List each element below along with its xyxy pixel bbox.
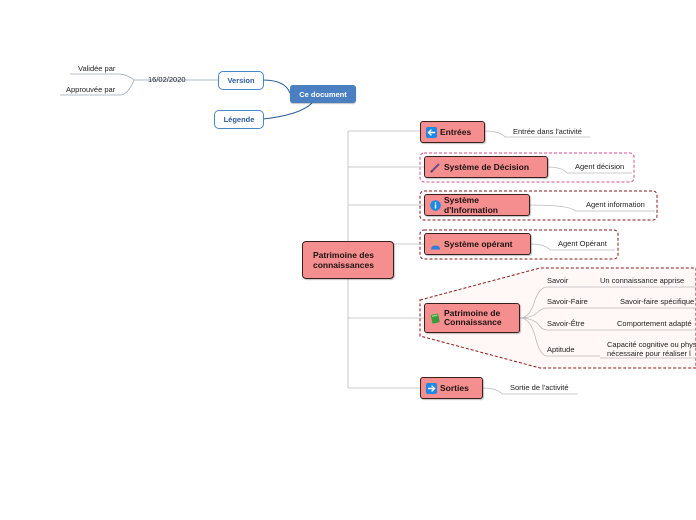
knowledge-child-savoiretre[interactable]: Savoir-Être: [547, 319, 585, 328]
connector-information-detail: [529, 204, 655, 212]
operant-detail[interactable]: Agent Opérant: [558, 239, 607, 248]
sorties-detail[interactable]: Sortie de l'activité: [510, 383, 569, 392]
decision-detail[interactable]: Agent décision: [575, 162, 625, 171]
approved-by-label[interactable]: Approuvée par: [66, 85, 116, 94]
information-boundary-frame: [419, 190, 658, 221]
connector-knowledge-savoirfaire: [519, 307, 612, 319]
version-node-label: Version: [227, 76, 255, 85]
operant-boundary-frame: [419, 229, 619, 260]
category-knowledge[interactable]: Patrimoine de Connaissance: [424, 303, 520, 333]
category-operant-label: Système opérant: [444, 239, 513, 249]
root-node-line1: Patrimoine des: [313, 249, 374, 260]
right-arrow-icon: [426, 382, 437, 394]
connector-date-validated: [70, 73, 135, 81]
knowledge-child-savoirfaire-detail[interactable]: Savoir-faire spécifique: [620, 297, 695, 306]
connector-decision-detail: [547, 166, 632, 174]
document-node[interactable]: Ce document: [290, 85, 356, 103]
info-icon: [430, 199, 441, 211]
category-knowledge-line2: Connaissance: [444, 317, 502, 327]
legend-node[interactable]: Légende: [214, 110, 264, 129]
information-detail[interactable]: Agent information: [586, 200, 645, 209]
knowledge-child-savoir-detail[interactable]: Un connaissance apprise: [600, 276, 685, 285]
person-icon: [430, 239, 441, 250]
category-decision[interactable]: Système de Décision: [424, 156, 548, 178]
category-entrees-label: Entrées: [440, 127, 472, 137]
version-node[interactable]: Version: [218, 71, 264, 90]
knowledge-child-savoir[interactable]: Savoir: [547, 276, 569, 285]
legend-node-label: Légende: [223, 115, 255, 124]
root-node-line2: connaissances: [313, 260, 374, 270]
left-arrow-icon: [426, 126, 437, 138]
knowledge-child-aptitude[interactable]: Aptitude: [547, 345, 575, 354]
knowledge-boundary-frame: [419, 267, 696, 369]
connector-doc-legend: [262, 102, 313, 120]
connector-operant-detail: [530, 243, 615, 251]
connector-entrees-detail: [484, 130, 590, 138]
aptitude-detail-line2: nécessaire pour réaliser l: [607, 348, 691, 358]
connector-doc-version: [262, 79, 291, 94]
connector-knowledge-savoiretre: [519, 317, 610, 331]
connector-sorties-detail: [482, 387, 578, 395]
book-icon: [430, 313, 441, 324]
category-knowledge-line1: Patrimoine de: [444, 307, 501, 318]
connector-date-approved: [60, 79, 135, 96]
version-date-label[interactable]: 16/02/2020: [148, 75, 186, 84]
aptitude-detail-line1: Capacité cognitive ou physique: [607, 340, 696, 349]
connector-knowledge-savoir: [519, 286, 592, 319]
knowledge-child-savoiretre-detail[interactable]: Comportement adapté: [617, 319, 692, 328]
category-information[interactable]: Système d'Information: [424, 194, 530, 216]
root-node[interactable]: Patrimoine des connaissances: [302, 241, 394, 279]
category-entrees[interactable]: Entrées: [420, 121, 485, 143]
category-operant[interactable]: Système opérant: [424, 233, 531, 255]
category-sorties[interactable]: Sorties: [420, 377, 483, 399]
knowledge-child-savoirfaire[interactable]: Savoir-Faire: [547, 297, 588, 306]
category-decision-label: Système de Décision: [444, 162, 530, 172]
validated-by-label[interactable]: Validée par: [78, 64, 116, 73]
document-node-label: Ce document: [299, 89, 347, 99]
category-sorties-label: Sorties: [440, 383, 469, 393]
decision-boundary-frame: [419, 152, 635, 183]
category-information-label: Système d'Information: [444, 195, 498, 215]
entrees-detail[interactable]: Entrée dans l'activité: [513, 127, 582, 136]
connector-knowledge-aptitude: [519, 317, 600, 357]
pencil-icon: [430, 162, 441, 173]
knowledge-child-aptitude-detail[interactable]: Capacité cognitive ou physique nécessair…: [607, 340, 696, 358]
